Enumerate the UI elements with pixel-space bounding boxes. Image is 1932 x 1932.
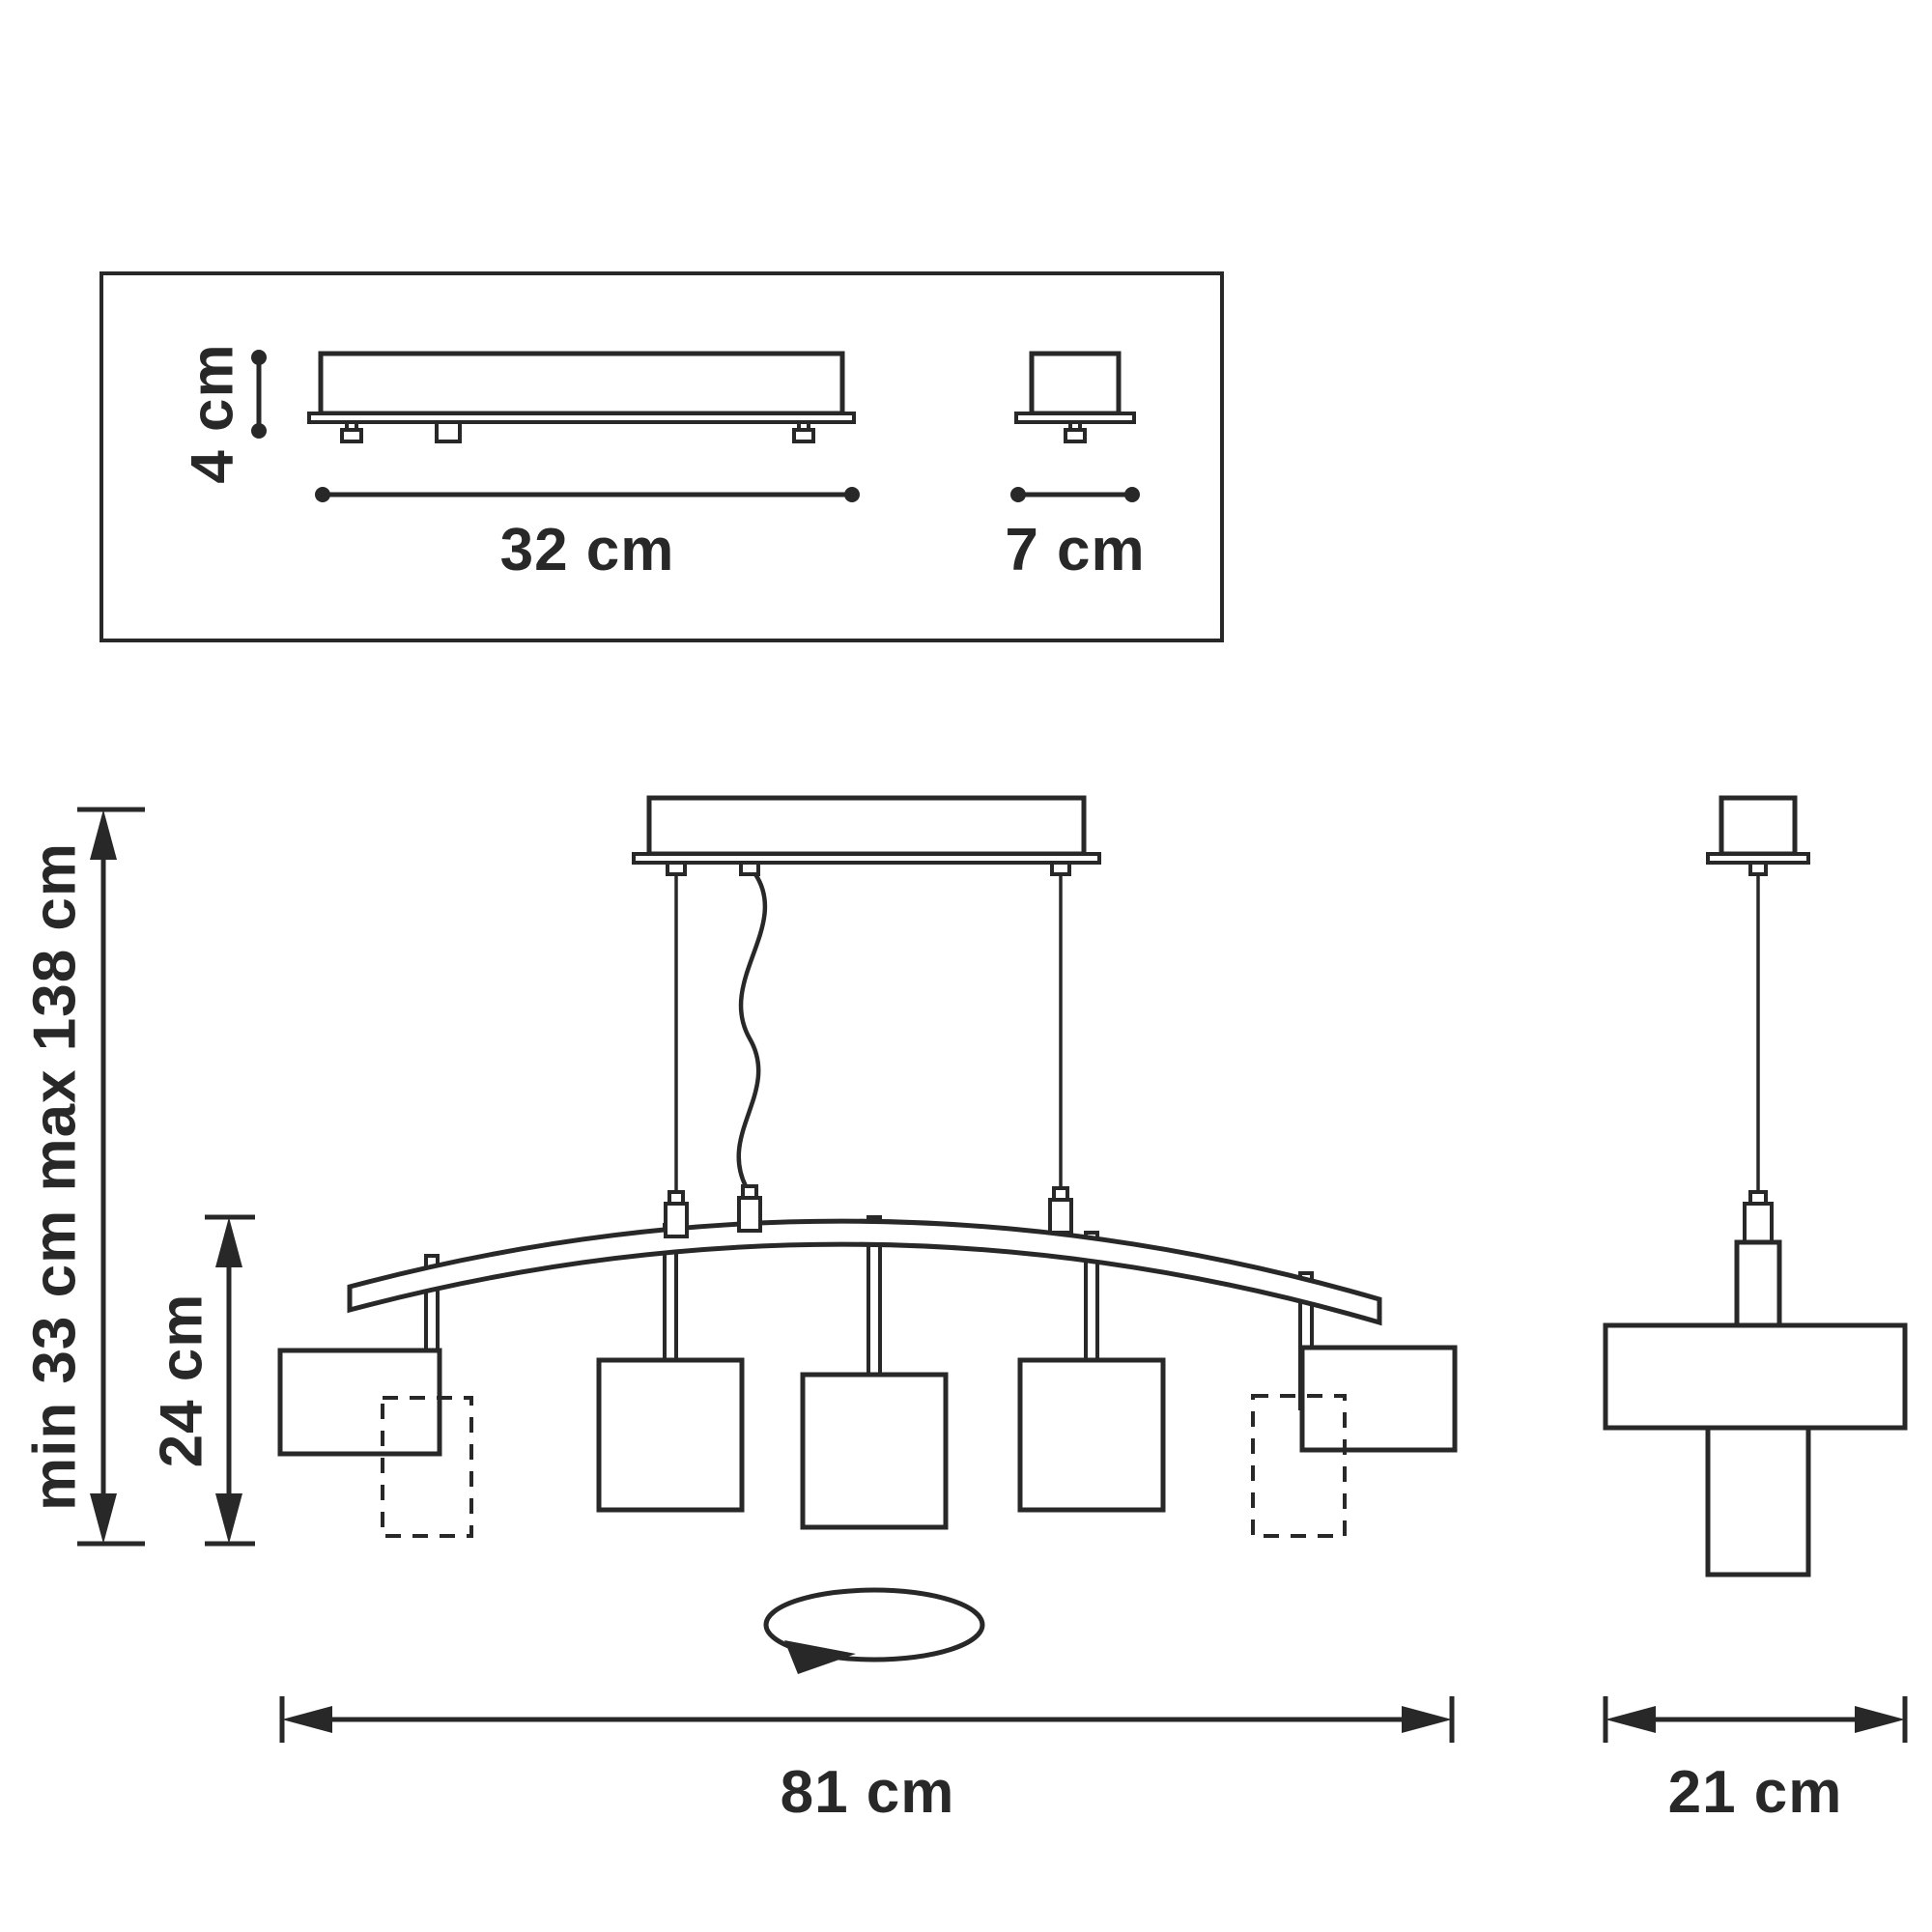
arrow-right-icon bbox=[1402, 1706, 1452, 1733]
dim-dot bbox=[251, 423, 267, 439]
lamp-shade-1-horizontal bbox=[277, 1348, 442, 1457]
side-socket-block bbox=[1734, 1239, 1782, 1330]
dim-dot bbox=[315, 487, 330, 502]
detail-panel-border bbox=[99, 271, 1224, 642]
dim-canopy-height: 4 cm bbox=[180, 343, 267, 484]
dim-label-overall-height: min 33 cm max 138 cm bbox=[22, 842, 89, 1511]
wire-connector-right bbox=[1048, 1186, 1073, 1235]
wire-gland-right bbox=[1050, 861, 1071, 876]
ceiling-plate-body bbox=[646, 795, 1087, 857]
front-view bbox=[277, 795, 1458, 1674]
rotation-arrow bbox=[763, 1587, 985, 1674]
canopy-body-end bbox=[1029, 351, 1122, 416]
canopy-screw-right-head bbox=[792, 428, 815, 443]
arrow-down-icon bbox=[90, 1493, 117, 1544]
dim-overall-depth: 21 cm bbox=[1603, 1696, 1908, 1826]
arrow-left-icon bbox=[1605, 1706, 1656, 1733]
arrow-right-icon bbox=[1855, 1706, 1905, 1733]
dim-canopy-depth: 7 cm bbox=[1005, 487, 1145, 583]
dim-label-overall-depth: 21 cm bbox=[1668, 1759, 1843, 1826]
cord-gland bbox=[739, 861, 760, 876]
rotation-ellipse bbox=[763, 1587, 985, 1662]
ceiling-plate-front bbox=[632, 795, 1101, 876]
wire-connector-left bbox=[664, 1190, 689, 1238]
lamp-shade-3 bbox=[800, 1372, 949, 1530]
arrow-left-icon bbox=[282, 1706, 332, 1733]
canopy-side-view bbox=[307, 351, 856, 443]
side-shade-horizontal bbox=[1603, 1322, 1908, 1431]
dim-dot bbox=[844, 487, 860, 502]
dim-label-canopy-length: 32 cm bbox=[500, 517, 675, 583]
canopy-screw-end-head bbox=[1064, 428, 1087, 443]
side-connector-body bbox=[1743, 1202, 1774, 1244]
connector-body bbox=[664, 1202, 689, 1238]
dim-overall-length: 81 cm bbox=[279, 1696, 1455, 1826]
canopy-end-view bbox=[1014, 351, 1136, 443]
ceiling-plate-side bbox=[1719, 795, 1798, 857]
canopy-detail-panel: 4 cm 32 cm 7 cm bbox=[99, 271, 1224, 642]
rotation-arrowhead-icon bbox=[784, 1640, 856, 1674]
side-shade-vertical bbox=[1705, 1425, 1811, 1577]
dim-label-body-height: 24 cm bbox=[149, 1293, 215, 1468]
arrow-up-icon bbox=[90, 810, 117, 860]
cord-connector bbox=[737, 1184, 762, 1233]
canopy-flange-side bbox=[307, 412, 856, 424]
dim-dot bbox=[251, 350, 267, 365]
lamp-shade-5-horizontal bbox=[1299, 1345, 1458, 1453]
canopy-cable-clip bbox=[435, 420, 462, 443]
shade-rotated-position-left-dashed bbox=[381, 1396, 473, 1538]
connector-body bbox=[737, 1196, 762, 1233]
arrow-down-icon bbox=[215, 1493, 242, 1544]
side-view bbox=[1603, 795, 1908, 1577]
connector-body bbox=[1048, 1198, 1073, 1235]
power-cord bbox=[736, 872, 768, 1188]
shade-rotated-position-right-dashed bbox=[1251, 1394, 1347, 1538]
dim-canopy-length: 32 cm bbox=[315, 487, 860, 583]
dim-label-canopy-depth: 7 cm bbox=[1005, 517, 1145, 583]
canopy-body-side bbox=[318, 351, 845, 416]
dim-label-canopy-height: 4 cm bbox=[180, 343, 246, 483]
arrow-up-icon bbox=[215, 1217, 242, 1267]
lamp-shade-2 bbox=[596, 1357, 745, 1513]
wire-gland-left bbox=[666, 861, 687, 876]
dim-dot bbox=[1010, 487, 1026, 502]
curved-arm bbox=[347, 1218, 1382, 1326]
dim-body-height: 24 cm bbox=[149, 1214, 255, 1547]
dim-dot bbox=[1124, 487, 1140, 502]
canopy-screw-left-head bbox=[340, 428, 363, 443]
ceiling-plate-flange bbox=[632, 852, 1101, 865]
lamp-shade-4 bbox=[1017, 1357, 1166, 1513]
dim-label-overall-length: 81 cm bbox=[781, 1759, 955, 1826]
dim-overall-height: min 33 cm max 138 cm bbox=[22, 807, 145, 1547]
wire-gland-side bbox=[1748, 861, 1768, 876]
